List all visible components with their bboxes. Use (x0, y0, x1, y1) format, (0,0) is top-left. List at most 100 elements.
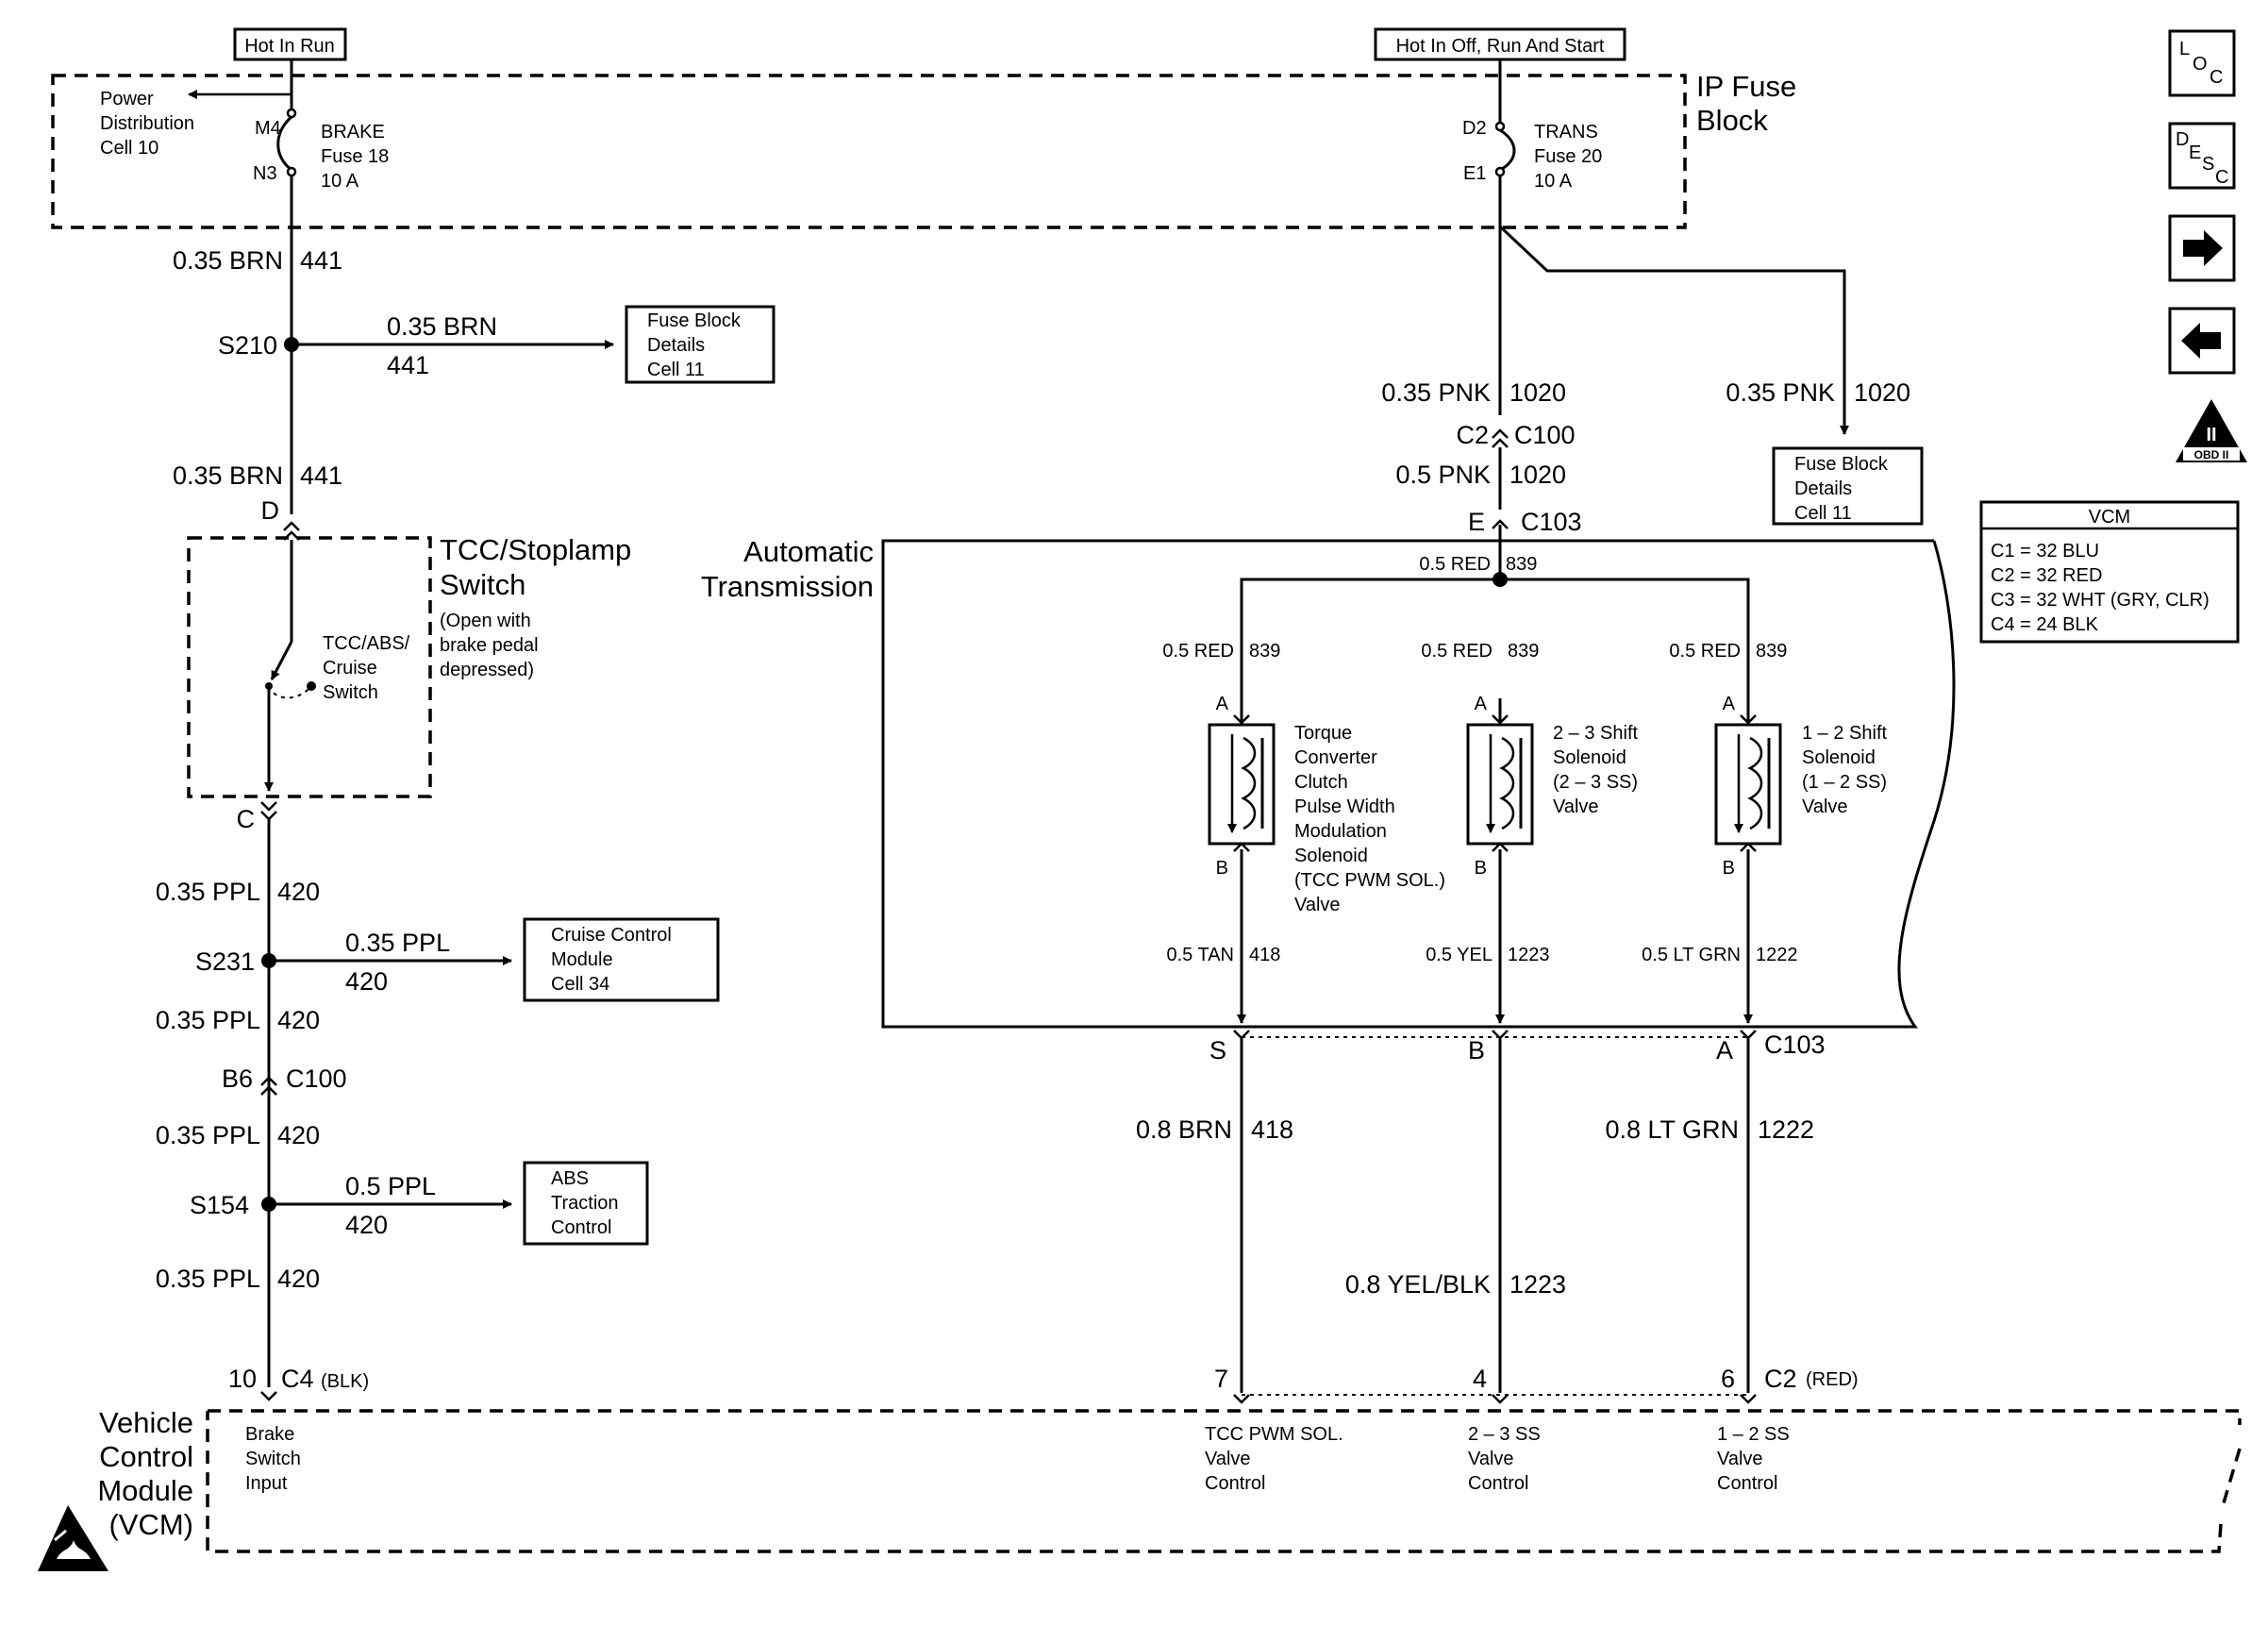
solenoid-feed-size: 0.5 RED (1162, 641, 1234, 662)
svg-text:Cell 10: Cell 10 (100, 138, 158, 159)
brake-switch-input-label: Brake (245, 1424, 294, 1445)
solenoid-pin-b-connector (1492, 842, 1509, 852)
solenoid-pin-a: A (1475, 694, 1488, 714)
next-arrow-icon[interactable] (2168, 214, 2236, 282)
c103-pin-label: B (1468, 1036, 1485, 1064)
c103-pin-label: A (1716, 1036, 1733, 1064)
svg-text:(Open with: (Open with (440, 611, 531, 631)
solenoid-feed-circuit: 839 (1249, 641, 1280, 662)
legend-row: C1 = 32 BLU (1991, 541, 2099, 562)
solenoid-feed-size: 0.5 RED (1669, 641, 1741, 662)
solenoid-pin-b: B (1216, 858, 1228, 879)
solenoid-pin-b-connector (1233, 842, 1250, 852)
svg-text:E: E (1468, 508, 1485, 536)
svg-text:420: 420 (277, 1265, 320, 1293)
svg-text:C2: C2 (1456, 421, 1489, 449)
fuse-block-details-box[interactable]: Fuse Block Details Cell 11 (625, 305, 775, 384)
solenoid-label: (2 – 3 SS) (1553, 772, 1638, 793)
vcm-pin-connector (1740, 1394, 1757, 1404)
svg-text:Fuse 18: Fuse 18 (321, 146, 389, 167)
power-distribution-label: Power (100, 89, 154, 109)
svg-text:B6: B6 (222, 1064, 253, 1093)
previous-arrow-icon[interactable] (2168, 307, 2236, 375)
solenoid-label: (TCC PWM SOL.) (1294, 870, 1445, 891)
solenoid-label: Solenoid (1802, 747, 1876, 768)
svg-text:Details: Details (1794, 478, 1852, 499)
svg-text:441: 441 (300, 246, 342, 275)
svg-text:0.5 PPL: 0.5 PPL (345, 1172, 436, 1200)
svg-text:L: L (2179, 39, 2190, 59)
solenoid-pin-b-connector (1740, 842, 1757, 852)
trans-fuse-symbol (1499, 128, 1516, 172)
automatic-transmission-outline (881, 539, 1956, 1029)
vcm-control-label: Valve (1468, 1449, 1514, 1469)
cruise-control-module-box[interactable]: Cruise Control Module Cell 34 (523, 917, 720, 1002)
ip-fuse-block-title-2: Block (1696, 104, 1768, 137)
svg-text:C103: C103 (1764, 1031, 1826, 1059)
svg-text:0.35 PPL: 0.35 PPL (156, 1006, 260, 1034)
legend-row: C2 = 32 RED (1991, 565, 2102, 586)
harness-wire-size: 0.8 LT GRN (1605, 1115, 1739, 1144)
legend-row: C4 = 24 BLK (1991, 614, 2099, 635)
solenoid-pin-b: B (1723, 858, 1735, 879)
svg-text:OBD II: OBD II (2194, 448, 2229, 461)
svg-text:O: O (2193, 54, 2208, 75)
svg-text:0.35 PPL: 0.35 PPL (156, 1121, 260, 1149)
vcm-control-label: TCC PWM SOL. (1205, 1424, 1343, 1445)
fuse-block-details-box-right[interactable]: Fuse Block Details Cell 11 (1772, 446, 1924, 526)
solenoid-label: 2 – 3 Shift (1553, 723, 1639, 744)
svg-text:Switch: Switch (440, 568, 525, 601)
svg-text:Traction: Traction (551, 1193, 619, 1214)
vcm-module-outline (206, 1409, 2242, 1553)
ip-fuse-block-outline (51, 74, 1687, 229)
location-icon[interactable]: L O C (2168, 29, 2236, 97)
automatic-transmission-label: Automatic (743, 535, 874, 568)
solenoid-feed-circuit: 839 (1508, 641, 1539, 662)
svg-text:brake pedal: brake pedal (440, 635, 539, 656)
svg-text:Switch: Switch (245, 1449, 301, 1469)
c103-pin-label: S (1209, 1036, 1226, 1064)
svg-text:Control: Control (99, 1440, 193, 1473)
solenoid-label: Valve (1553, 796, 1599, 817)
svg-text:10 A: 10 A (1534, 171, 1573, 192)
svg-text:1020: 1020 (1509, 461, 1566, 489)
solenoid-output-circuit: 1223 (1508, 945, 1550, 965)
svg-text:0.5 RED: 0.5 RED (1419, 554, 1491, 575)
obd-ii-icon: II OBD II (2176, 399, 2247, 462)
harness-wire-circuit: 1222 (1758, 1115, 1814, 1144)
solenoid-label: Clutch (1294, 772, 1348, 793)
harness-wire-size: 0.8 YEL/BLK (1345, 1270, 1491, 1299)
tcc-stoplamp-switch-title: TCC/Stoplamp (440, 533, 631, 566)
solenoid-output-size: 0.5 YEL (1426, 945, 1493, 965)
svg-text:(VCM): (VCM) (108, 1508, 193, 1541)
svg-text:Fuse Block: Fuse Block (1794, 454, 1889, 475)
brake-fuse-symbol (276, 115, 293, 172)
svg-text:S231: S231 (195, 947, 255, 976)
ip-fuse-block-title: IP Fuse (1696, 70, 1796, 103)
harness-wire-circuit: 418 (1251, 1115, 1293, 1144)
branch-wire-1020 (1498, 225, 1849, 435)
solenoid-body (1714, 723, 1782, 846)
svg-text:C2: C2 (1764, 1365, 1797, 1393)
solenoid-label: Solenoid (1553, 747, 1626, 768)
vcm-pin-connector (1492, 1394, 1509, 1404)
svg-text:0.35 PNK: 0.35 PNK (1381, 378, 1491, 407)
svg-text:E1: E1 (1463, 163, 1486, 184)
svg-text:0.5 PNK: 0.5 PNK (1395, 461, 1491, 489)
vcm-control-label: 1 – 2 SS (1717, 1424, 1790, 1445)
svg-text:Details: Details (647, 335, 705, 356)
solenoid-label: Solenoid (1294, 846, 1368, 866)
connector-c103-top (1492, 519, 1509, 529)
abs-traction-control-box[interactable]: ABS Traction Control (523, 1161, 649, 1246)
svg-text:N3: N3 (253, 163, 277, 184)
svg-text:D: D (2176, 129, 2189, 150)
svg-text:Input: Input (245, 1473, 288, 1494)
solenoid-label: Valve (1802, 796, 1848, 817)
svg-text:Switch: Switch (323, 682, 378, 703)
description-icon[interactable]: D E S C (2168, 122, 2236, 190)
solenoid-label: Converter (1294, 747, 1377, 768)
solenoid-output-size: 0.5 TAN (1166, 945, 1234, 965)
connector-c4: C4 (281, 1365, 314, 1393)
svg-text:(RED): (RED) (1806, 1369, 1859, 1390)
